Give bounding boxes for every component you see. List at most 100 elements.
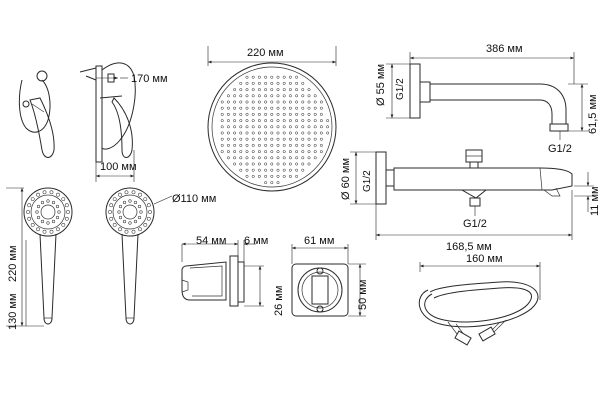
nozzle [270, 75, 274, 79]
nozzle [226, 143, 230, 147]
arm-drop-label: 61,5 мм [587, 94, 599, 134]
handshower-length-label: 220 мм [7, 245, 19, 282]
nozzle [226, 156, 230, 160]
nozzle [26, 210, 30, 214]
nozzle [226, 119, 230, 123]
nozzle [319, 131, 323, 135]
shower-head-nozzles [220, 75, 330, 185]
nozzle [301, 150, 305, 154]
nozzle [233, 162, 237, 166]
nozzle [264, 125, 268, 129]
nozzle [239, 143, 243, 147]
nozzle [282, 88, 286, 92]
handshower-diameter-label: Ø110 мм [172, 193, 216, 205]
nozzle [46, 221, 50, 225]
nozzle [239, 112, 243, 116]
nozzle [270, 156, 274, 160]
nozzle [251, 137, 255, 141]
nozzle [239, 137, 243, 141]
nozzle [313, 112, 317, 116]
nozzle [301, 119, 305, 123]
nozzle [124, 190, 129, 195]
nozzle [282, 131, 286, 135]
nozzle [233, 119, 237, 123]
bath-spout: Ø 60 мм G1/2 G1/2 168,5 мм 11 мм [340, 149, 600, 253]
nozzle [40, 219, 45, 224]
nozzle [270, 94, 274, 98]
handle-length-label: 130 мм [7, 293, 19, 330]
nozzle [245, 131, 249, 135]
nozzle [239, 94, 243, 98]
nozzle [226, 150, 230, 154]
nozzle [109, 216, 114, 221]
nozzle [288, 162, 292, 166]
nozzle [288, 106, 292, 110]
nozzle [239, 162, 243, 166]
nozzle [245, 119, 249, 123]
nozzle [276, 106, 280, 110]
nozzle [257, 137, 261, 141]
wallplate-width-label: 61 мм [304, 235, 334, 247]
nozzle [288, 100, 292, 104]
nozzle [239, 125, 243, 129]
nozzle [61, 222, 66, 227]
nozzle [264, 100, 268, 104]
nozzle [226, 131, 230, 135]
nozzle [313, 100, 317, 104]
shower-hose: 160 мм [418, 253, 541, 346]
nozzle [276, 181, 280, 185]
nozzle [251, 125, 255, 129]
nozzle [270, 150, 274, 154]
nozzle [36, 215, 41, 220]
nozzle [282, 94, 286, 98]
mixer-front-view [18, 70, 55, 158]
nozzle [301, 88, 305, 92]
nozzle [251, 75, 255, 79]
nozzle [319, 150, 323, 154]
nozzle [264, 162, 268, 166]
nozzle [56, 192, 60, 197]
nozzle [276, 143, 280, 147]
nozzle [146, 203, 151, 208]
nozzle [251, 100, 255, 104]
nozzle [257, 143, 261, 147]
nozzle [270, 106, 274, 110]
nozzle [251, 174, 255, 178]
nozzle [276, 81, 280, 85]
nozzle [220, 143, 224, 147]
nozzle [138, 227, 142, 232]
nozzle [257, 75, 261, 79]
nozzle [313, 119, 317, 123]
nozzle [288, 143, 292, 147]
nozzle [301, 94, 305, 98]
spout-thread-bottom-label: G1/2 [463, 218, 487, 230]
nozzle [226, 100, 230, 104]
nozzle [288, 174, 292, 178]
nozzle [270, 81, 274, 85]
nozzle [112, 222, 117, 227]
nozzle [226, 112, 230, 116]
holder-gap-label: 6 мм [244, 235, 268, 247]
nozzle [55, 204, 60, 209]
nozzle [143, 222, 148, 227]
nozzle [307, 125, 311, 129]
nozzle [245, 88, 249, 92]
nozzle [233, 112, 237, 116]
nozzle [276, 174, 280, 178]
nozzle [257, 81, 261, 85]
nozzle [282, 106, 286, 110]
nozzle [276, 137, 280, 141]
mixer-side-view [79, 62, 136, 163]
nozzle [245, 162, 249, 166]
nozzle [264, 131, 268, 135]
nozzle [270, 168, 274, 172]
nozzle [288, 94, 292, 98]
nozzle [239, 81, 243, 85]
nozzle [239, 156, 243, 160]
nozzle [270, 100, 274, 104]
nozzle [282, 119, 286, 123]
wallplate-height-label: 50 мм [357, 280, 369, 310]
nozzle [270, 181, 274, 185]
nozzle [313, 106, 317, 110]
nozzle [251, 156, 255, 160]
